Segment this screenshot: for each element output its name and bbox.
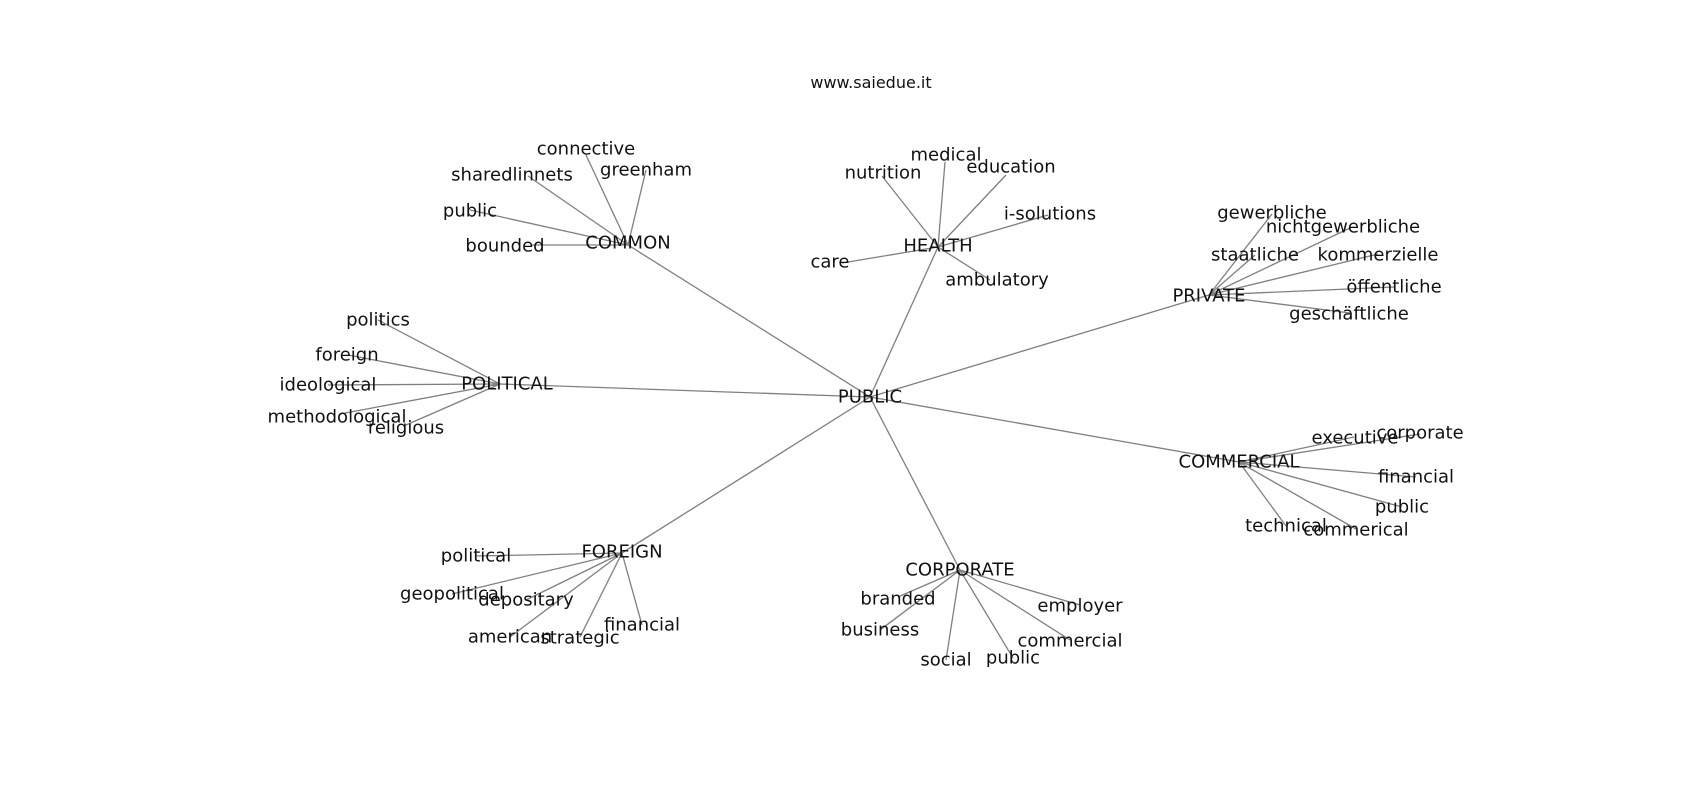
leaf-label-foreign-geopolitical: geopolitical — [400, 584, 504, 605]
edge-political-religious — [405, 383, 501, 426]
hub-label-private: PRIVATE — [1172, 286, 1245, 307]
leaf-label-foreign-financial: financial — [604, 615, 680, 636]
leaf-label-private-staatliche: staatliche — [1211, 245, 1299, 266]
edge-common-greenham — [627, 169, 647, 246]
leaf-label-political-religious: religious — [368, 418, 444, 439]
leaf-label-private-gewerbliche: gewerbliche — [1217, 203, 1327, 224]
leaf-label-corporate-commercial: commercial — [1018, 631, 1123, 652]
edge-health-medical — [937, 161, 946, 248]
leaf-label-common-greenham: greenham — [600, 160, 692, 181]
leaf-label-health-ambulatory: ambulatory — [945, 270, 1049, 291]
leaf-label-commercial-public: public — [1375, 497, 1429, 518]
edge-corporate-commercial — [959, 569, 1071, 641]
edge-political-methodological — [339, 383, 501, 415]
edge-corporate-employer — [959, 569, 1081, 606]
hub-label-corporate: CORPORATE — [905, 560, 1014, 581]
edge-private-gesch-ftliche — [1208, 294, 1351, 314]
edge-health-education — [937, 174, 1007, 248]
hub-label-common: COMMON — [585, 233, 670, 254]
leaf-label-common-connective: connective — [537, 139, 635, 160]
edge-political-ideological — [327, 383, 501, 386]
edge-health-i-solutions — [937, 214, 1049, 248]
leaf-label-corporate-employer: employer — [1037, 596, 1123, 617]
leaf-label-political-methodological: methodological — [268, 407, 407, 428]
edge-common-connective — [585, 154, 629, 246]
leaf-label-private-kommerzielle: kommerzielle — [1318, 245, 1439, 266]
edge-commercial-technical — [1238, 461, 1287, 527]
edge-public-private — [869, 294, 1210, 398]
leaf-label-commercial-executive: executive — [1311, 428, 1398, 449]
leaf-label-corporate-branded: branded — [860, 589, 935, 610]
edge-public-foreign — [621, 396, 871, 554]
edge-corporate-public — [959, 569, 1014, 659]
hub-label-foreign: FOREIGN — [581, 542, 662, 563]
edge-foreign-strategic — [579, 552, 623, 638]
edge-commercial-corporate — [1238, 433, 1421, 463]
edge-foreign-financial — [621, 552, 643, 626]
leaf-label-private-ffentliche: öffentliche — [1346, 277, 1441, 298]
edge-health-nutrition — [881, 175, 939, 248]
edge-foreign-depositary — [525, 552, 623, 601]
edge-public-health — [869, 246, 939, 398]
leaf-label-commercial-corporate: corporate — [1376, 423, 1463, 444]
edge-political-foreign — [347, 354, 501, 385]
node-label-public: PUBLIC — [838, 387, 902, 408]
label-layer: PUBLIC COMMON connective sharedlinnets green… — [268, 139, 1464, 671]
edge-health-care — [841, 246, 939, 264]
leaf-label-private-gesch-ftliche: geschäftliche — [1289, 304, 1409, 325]
leaf-label-corporate-social: social — [920, 650, 971, 671]
edge-private-ffentliche — [1208, 286, 1395, 296]
hub-label-political: POLITICAL — [461, 374, 553, 395]
edge-corporate-branded — [897, 569, 961, 598]
leaf-label-corporate-business: business — [841, 620, 919, 641]
leaf-label-corporate-public: public — [986, 648, 1040, 669]
leaf-label-health-education: education — [966, 157, 1055, 178]
leaf-label-political-ideological: ideological — [280, 375, 377, 396]
edge-corporate-social — [945, 569, 961, 661]
edge-common-public — [469, 209, 629, 246]
leaf-label-health-care: care — [810, 252, 849, 273]
leaf-label-health-i-solutions: i-solutions — [1004, 204, 1096, 225]
leaf-label-foreign-american: american — [468, 627, 552, 648]
edge-private-nichtgewerbliche — [1208, 227, 1351, 296]
edge-health-ambulatory — [937, 246, 991, 281]
edge-foreign-political — [475, 552, 623, 557]
edge-private-staatliche — [1208, 254, 1256, 296]
leaf-label-commercial-financial: financial — [1378, 467, 1454, 488]
edge-public-commercial — [869, 396, 1240, 463]
edge-commercial-financial — [1238, 461, 1417, 478]
edge-commercial-public — [1238, 461, 1403, 508]
leaf-label-private-nichtgewerbliche: nichtgewerbliche — [1266, 217, 1420, 238]
edge-corporate-business — [879, 569, 961, 631]
edge-commercial-commerical — [1238, 461, 1357, 530]
hub-label-commercial: COMMERCIAL — [1179, 452, 1300, 473]
edge-public-common — [627, 244, 871, 398]
edge-commercial-executive — [1238, 436, 1355, 463]
leaf-label-foreign-depositary: depositary — [478, 590, 574, 611]
leaf-label-commercial-technical: technical — [1245, 516, 1327, 537]
leaf-label-common-sharedlinnets: sharedlinnets — [451, 165, 573, 186]
leaf-label-common-public: public — [443, 201, 497, 222]
leaf-label-foreign-political: political — [441, 546, 511, 567]
leaf-label-common-bounded: bounded — [465, 236, 544, 257]
edge-foreign-geopolitical — [451, 552, 623, 595]
edge-public-political — [499, 383, 871, 398]
leaf-label-foreign-strategic: strategic — [540, 628, 619, 649]
edge-political-politics — [377, 319, 501, 385]
edge-private-kommerzielle — [1208, 253, 1379, 296]
leaf-label-health-nutrition: nutrition — [845, 163, 922, 184]
credit-text: www.saiedue.it — [810, 73, 931, 92]
leaf-label-political-foreign: foreign — [315, 345, 378, 366]
leaf-label-political-politics: politics — [346, 310, 410, 331]
leaf-label-commercial-commerical: commerical — [1303, 520, 1408, 541]
edge-private-gewerbliche — [1208, 213, 1273, 296]
edge-layer — [327, 154, 1421, 661]
hub-label-health: HEALTH — [903, 236, 972, 257]
edge-public-corporate — [869, 396, 961, 571]
leaf-label-health-medical: medical — [911, 145, 982, 166]
edge-common-sharedlinnets — [527, 175, 629, 246]
edge-foreign-american — [509, 552, 623, 638]
